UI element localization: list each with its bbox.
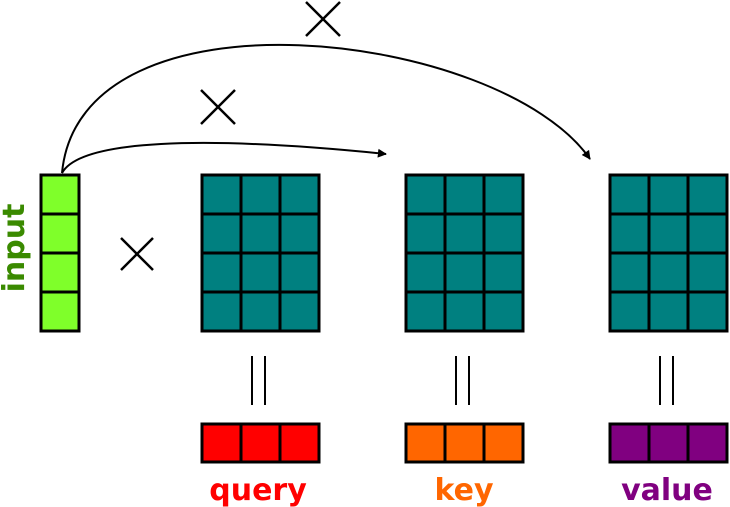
- weight-cell: [239, 290, 282, 333]
- weight-cell: [608, 251, 651, 294]
- weight-cell: [404, 173, 447, 216]
- output-cell: [647, 422, 690, 464]
- weight-cell: [239, 212, 282, 255]
- arrow-to-value: [61, 43, 591, 174]
- weight-cell: [278, 212, 321, 255]
- weight-cell: [482, 251, 525, 294]
- equals-sign-key: [455, 356, 470, 405]
- weight-cell: [200, 173, 243, 216]
- weight-cell: [443, 173, 486, 216]
- input-label: input: [0, 204, 32, 293]
- multiply-sign-query: [120, 237, 154, 271]
- input-cell: [39, 251, 81, 294]
- weight-cell: [200, 290, 243, 333]
- weight-cell: [686, 212, 729, 255]
- input-cell: [39, 173, 81, 216]
- weight-cell: [443, 212, 486, 255]
- weight-cell: [608, 290, 651, 333]
- weight-cell: [404, 290, 447, 333]
- weight-cell: [200, 251, 243, 294]
- output-cell: [686, 422, 729, 464]
- weight-cell: [278, 173, 321, 216]
- weight-cell: [278, 290, 321, 333]
- input-cell: [39, 212, 81, 255]
- value-vector: [608, 422, 729, 464]
- weight-cell: [404, 212, 447, 255]
- query-label: query: [209, 473, 307, 507]
- weight-cell: [404, 251, 447, 294]
- multiply-sign-key: [200, 89, 236, 125]
- equals-sign-query: [251, 356, 266, 405]
- equals-sign-value: [659, 356, 674, 405]
- query-vector: [200, 422, 321, 464]
- weight-cell: [647, 251, 690, 294]
- key-vector: [404, 422, 525, 464]
- output-cell: [482, 422, 525, 464]
- key-label: key: [434, 473, 493, 507]
- multiply-sign-value: [305, 1, 341, 37]
- weight-cell: [608, 173, 651, 216]
- weight-cell: [686, 290, 729, 333]
- weight-cell: [482, 173, 525, 216]
- weight-cell: [239, 251, 282, 294]
- weight-cell: [443, 251, 486, 294]
- weight-cell: [482, 290, 525, 333]
- weight-cell: [647, 290, 690, 333]
- output-cell: [239, 422, 282, 464]
- query-weight-matrix: [200, 173, 321, 333]
- weight-cell: [686, 251, 729, 294]
- value-weight-matrix: [608, 173, 729, 333]
- arrow-to-key: [61, 141, 387, 174]
- key-weight-matrix: [404, 173, 525, 333]
- weight-cell: [647, 212, 690, 255]
- weight-cell: [608, 212, 651, 255]
- input-cell: [39, 290, 81, 333]
- input-vector: [39, 173, 81, 333]
- weight-cell: [482, 212, 525, 255]
- output-cell: [404, 422, 447, 464]
- value-label: value: [621, 473, 713, 507]
- weight-cell: [200, 212, 243, 255]
- weight-cell: [647, 173, 690, 216]
- output-cell: [608, 422, 651, 464]
- output-cell: [278, 422, 321, 464]
- output-cell: [443, 422, 486, 464]
- weight-cell: [239, 173, 282, 216]
- weight-cell: [443, 290, 486, 333]
- weight-cell: [278, 251, 321, 294]
- weight-cell: [686, 173, 729, 216]
- output-cell: [200, 422, 243, 464]
